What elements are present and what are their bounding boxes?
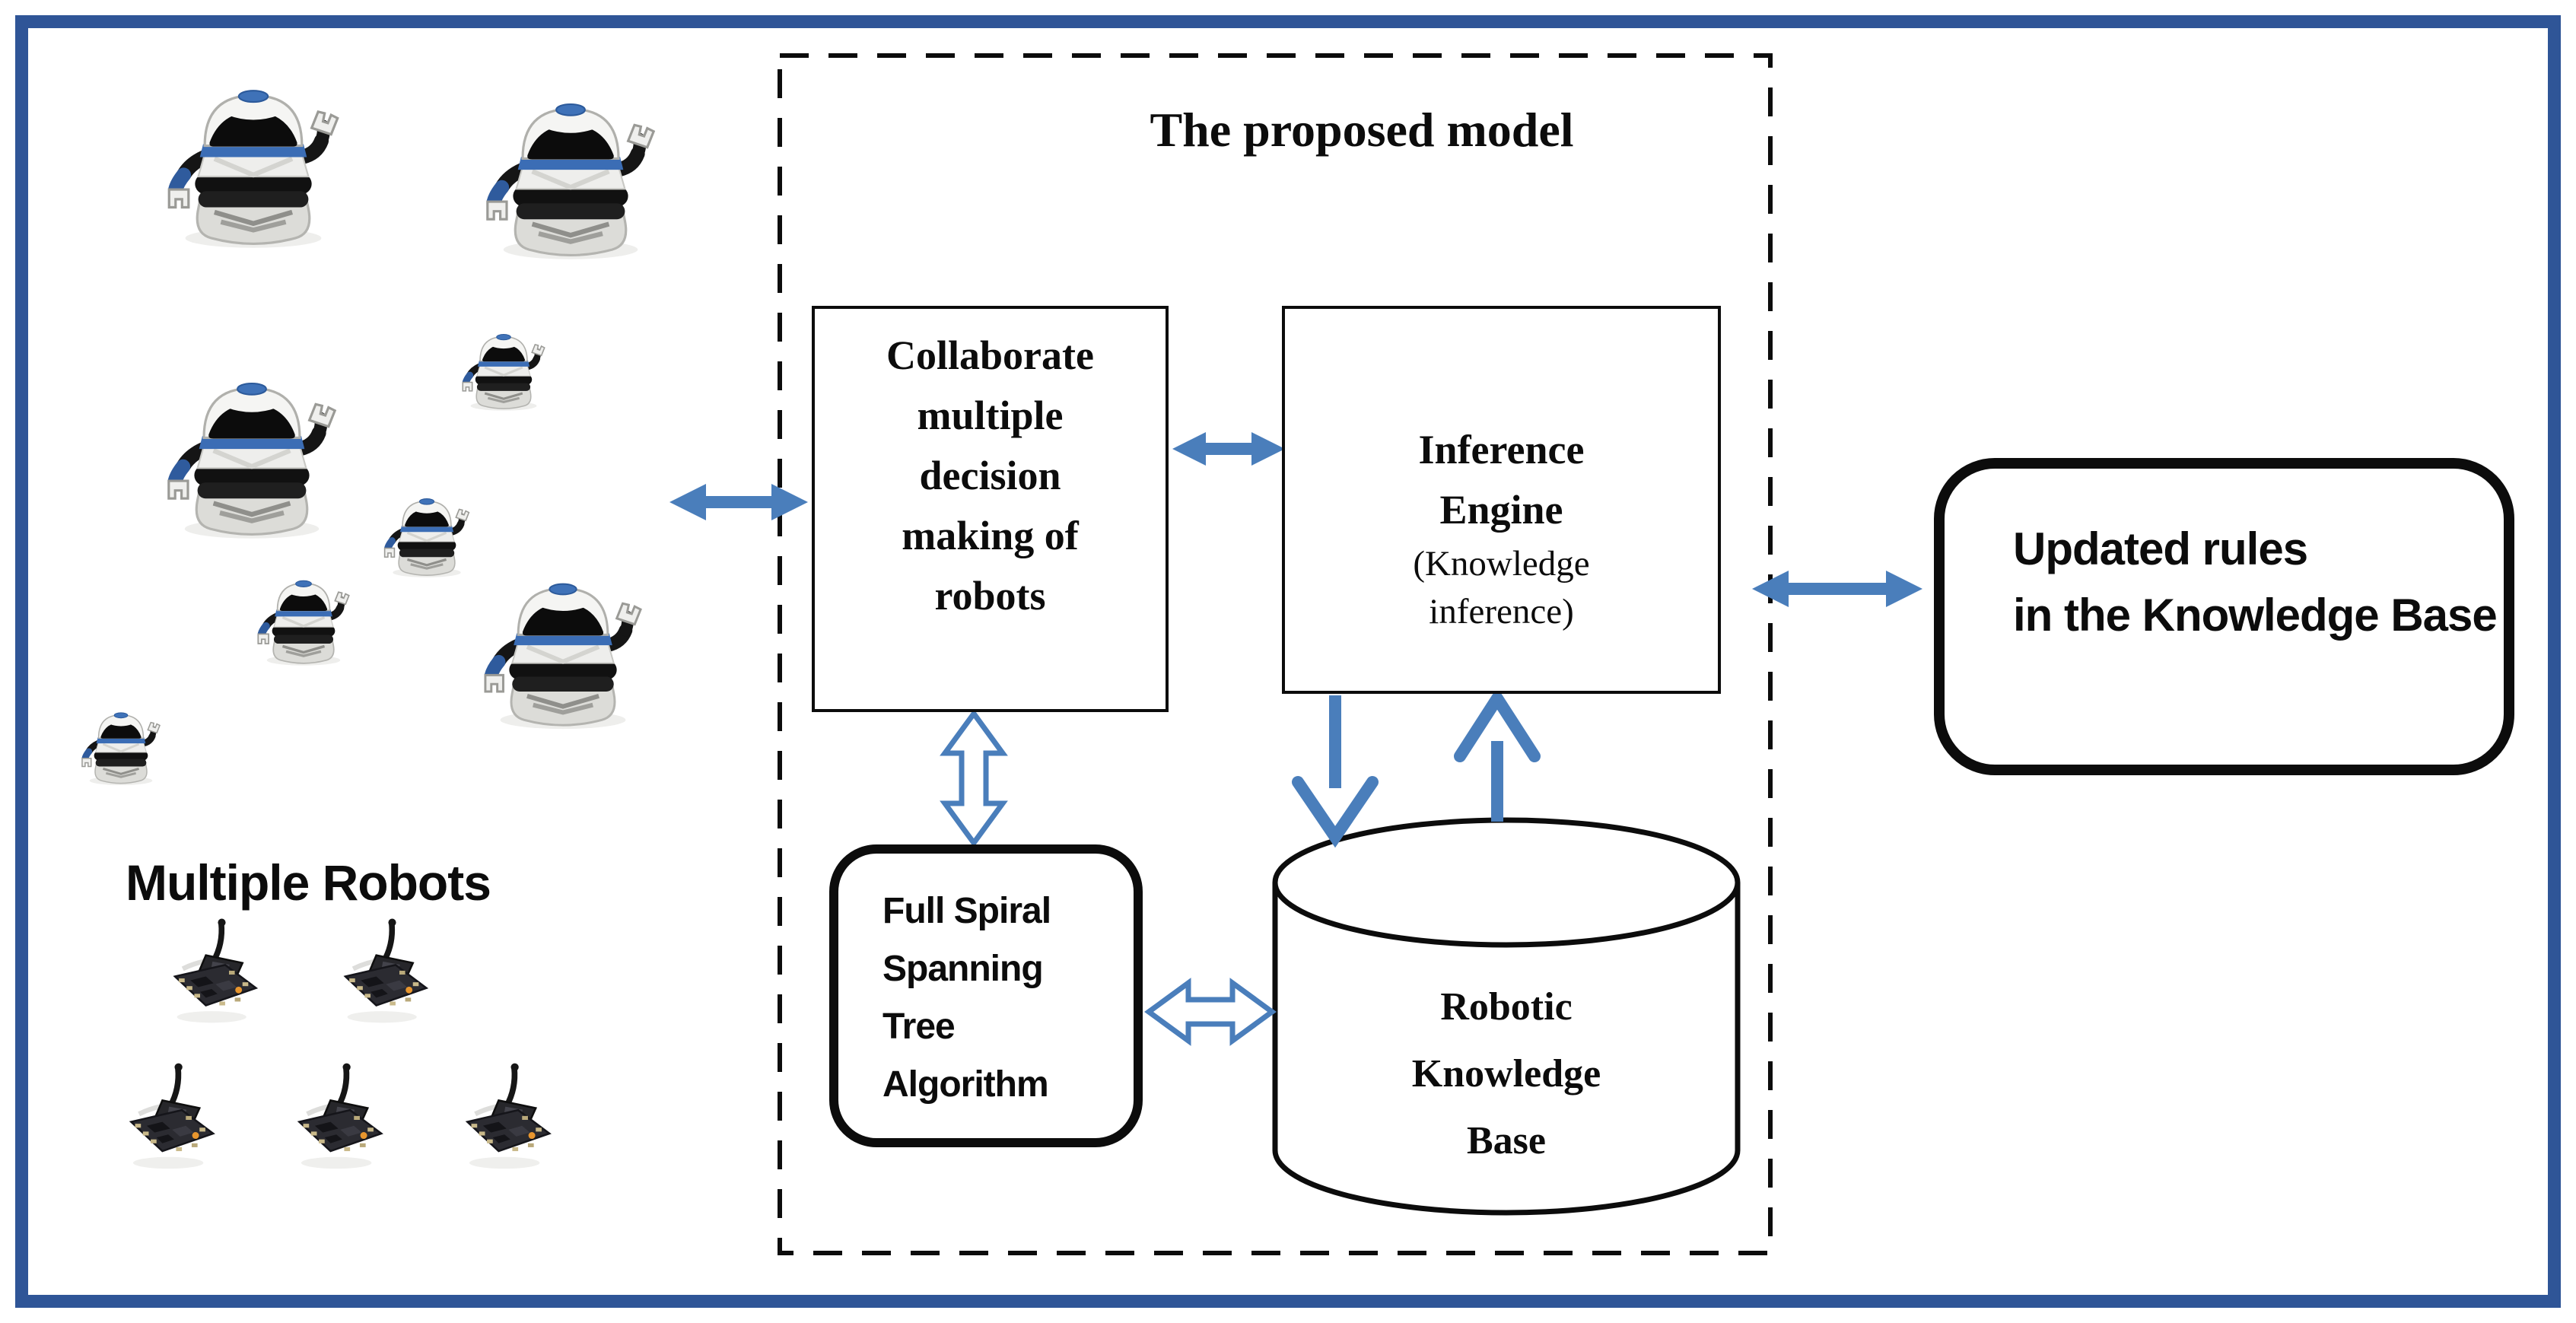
circuit-board-icon [453,1061,561,1178]
inference-to-knowledgebase-down-arrow-icon [1292,695,1379,848]
collaborate-inference-double-arrow-icon [1172,432,1285,466]
dome-robot-icon [251,573,356,667]
circuit-board-icon [285,1061,393,1178]
outer-frame-border [15,15,2561,1308]
circuit-board-icon [332,917,438,1032]
dome-robot-icon [475,90,666,262]
robotic-knowledge-base-label: Robotic Knowledge Base [1411,985,1601,1162]
collaborate-spiral-outline-double-arrow-icon [940,709,1008,848]
circuit-board-icon [117,1061,225,1178]
updated-rules-box: Updated rules in the Knowledge Base [1934,458,2514,775]
dome-robot-icon [76,706,166,787]
dome-robot-icon [378,491,475,579]
dome-robot-icon [156,76,351,251]
full-spiral-algorithm-box: Full Spiral Spanning Tree Algorithm [829,844,1143,1147]
proposed-model-title: The proposed model [1150,103,1574,157]
multiple-robots-label: Multiple Robots [126,854,491,911]
inference-engine-title: Inference Engine [1418,427,1585,533]
collaborate-decision-box: Collaborate multiple decision making of … [812,306,1169,712]
proposed-model-dashed-border [778,53,1773,1255]
knowledgebase-to-inference-up-arrow-icon [1454,687,1541,822]
inference-engine-box: Inference Engine (Knowledge inference) [1282,306,1721,694]
database-cylinder-icon [1272,817,1741,1216]
dome-robot-icon [473,571,653,732]
dome-robot-icon [456,327,551,412]
robots-collaborate-double-arrow-icon [669,484,808,520]
inference-engine-subtitle: (Knowledge inference) [1413,544,1590,631]
dome-robot-icon [156,369,348,542]
circuit-board-icon [161,917,268,1032]
spiral-knowledgebase-outline-double-arrow-icon [1144,978,1277,1046]
inference-updatedrules-double-arrow-icon [1752,571,1922,607]
